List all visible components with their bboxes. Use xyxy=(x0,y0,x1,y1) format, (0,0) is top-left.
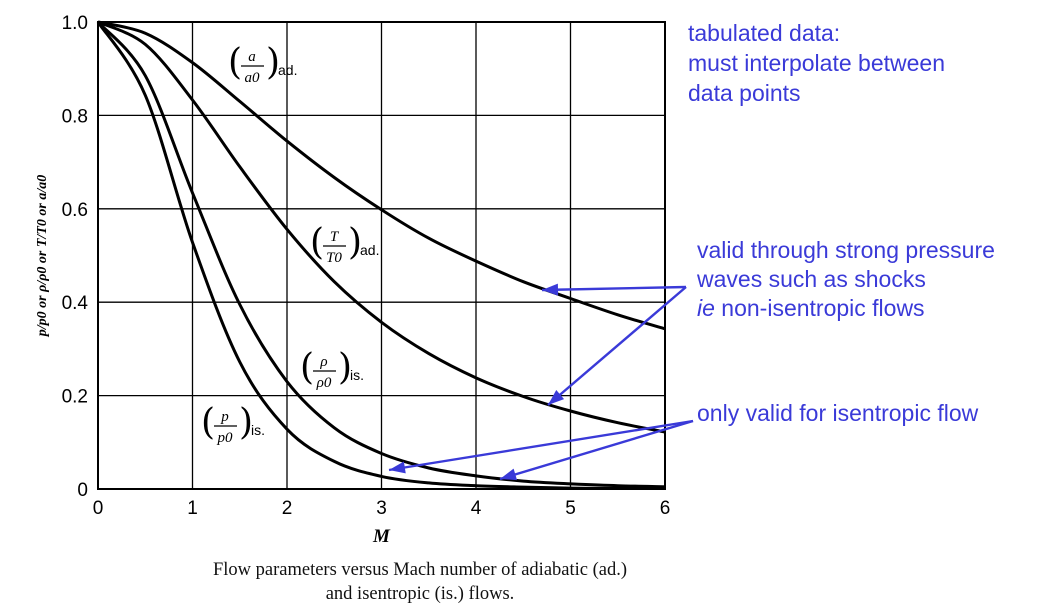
annotation-arrows xyxy=(388,283,694,481)
y-axis-label-text: p/p0 or ρ/ρ0 or T/T0 or a/a0 xyxy=(35,175,50,337)
annotation-tabulated: tabulated data: must interpolate between… xyxy=(688,18,945,108)
plot-frame xyxy=(97,21,666,490)
y-tick-label: 0.6 xyxy=(62,200,88,221)
annotation-valid-shocks: valid through strong pressure waves such… xyxy=(697,236,995,323)
series-line xyxy=(97,20,666,331)
annotation-valid-line1: valid through strong pressure xyxy=(697,237,995,263)
svg-text:): ) xyxy=(266,42,280,83)
annotation-valid-line3: ie non-isentropic flows xyxy=(697,294,995,323)
series-line xyxy=(96,21,666,491)
svg-text:): ) xyxy=(239,402,253,443)
svg-text:T: T xyxy=(330,229,340,245)
svg-text:ad.: ad. xyxy=(278,62,297,78)
x-tick-label: 4 xyxy=(471,498,482,519)
annotation-isentropic-only: only valid for isentropic flow xyxy=(697,400,979,426)
svg-text:is.: is. xyxy=(251,422,265,438)
annotation-arrow-line xyxy=(547,286,687,406)
x-tick-label: 6 xyxy=(660,498,671,519)
x-tick-label: 1 xyxy=(187,498,198,519)
annotation-arrowhead xyxy=(500,468,518,481)
svg-text:): ) xyxy=(338,347,352,388)
svg-text:ρ0: ρ0 xyxy=(316,375,332,391)
svg-text:T0: T0 xyxy=(326,250,342,266)
annotation-arrowhead xyxy=(548,390,565,405)
svg-text:(: ( xyxy=(201,402,215,443)
figure-caption: Flow parameters versus Mach number of ad… xyxy=(70,558,770,606)
caption-line2: and isentropic (is.) flows. xyxy=(325,584,515,604)
svg-text:p0: p0 xyxy=(217,430,234,446)
annotation-tabulated-line3: data points xyxy=(688,80,801,106)
series-line xyxy=(97,20,666,434)
svg-text:): ) xyxy=(348,222,362,263)
x-tick-label: 3 xyxy=(376,498,387,519)
svg-text:p: p xyxy=(220,409,229,425)
svg-text:(: ( xyxy=(228,42,242,83)
annotation-arrowhead xyxy=(389,461,406,474)
curves-group xyxy=(96,20,666,491)
annotation-tabulated-line2: must interpolate between xyxy=(688,50,945,76)
y-tick-label: 0.2 xyxy=(62,387,88,408)
svg-text:(: ( xyxy=(300,347,314,388)
y-tick-label: 0.8 xyxy=(62,106,88,127)
annotation-arrow-line xyxy=(499,419,694,481)
svg-text:a: a xyxy=(248,49,256,65)
y-tick-label: 0.4 xyxy=(62,293,89,314)
annotation-ie: ie xyxy=(697,295,715,321)
x-tick-labels: 0 1 2 3 4 5 6 xyxy=(93,498,671,519)
series-line xyxy=(96,20,666,489)
x-tick-label: 2 xyxy=(282,498,293,519)
caption-line1: Flow parameters versus Mach number of ad… xyxy=(212,560,628,580)
annotation-arrowhead xyxy=(542,283,559,296)
annotation-arrow-line xyxy=(388,419,694,472)
svg-text:ad.: ad. xyxy=(360,242,379,258)
svg-text:a0: a0 xyxy=(245,70,261,86)
annotation-arrow-line xyxy=(541,285,687,292)
curve-label: ( p p0)is. xyxy=(201,402,265,446)
y-axis-label: p/p0 or ρ/ρ0 or T/T0 or a/a0 xyxy=(35,175,50,337)
x-axis-label: M xyxy=(372,526,391,547)
y-tick-label: 1.0 xyxy=(62,13,88,34)
svg-text:(: ( xyxy=(310,222,324,263)
annotation-valid-line2: waves such as shocks xyxy=(697,266,926,292)
grid-lines xyxy=(97,21,666,490)
annotation-valid-line3-rest: non-isentropic flows xyxy=(714,295,925,321)
y-tick-labels: 0 0.2 0.4 0.6 0.8 1.0 xyxy=(62,13,89,501)
x-tick-label: 5 xyxy=(565,498,576,519)
svg-text:ρ: ρ xyxy=(319,354,327,370)
curve-label: ( a a0)ad. xyxy=(228,42,297,86)
svg-text:is.: is. xyxy=(350,367,364,383)
annotation-tabulated-line1: tabulated data: xyxy=(688,20,841,46)
curve-label: ( ρ ρ0)is. xyxy=(300,347,364,391)
curve-labels: (aa0)ad.(TT0)ad.(ρρ0)is.(pp0)is. xyxy=(201,42,379,446)
curve-label: ( T T0)ad. xyxy=(310,222,379,266)
x-tick-label: 0 xyxy=(93,498,104,519)
y-tick-label: 0 xyxy=(77,480,88,501)
